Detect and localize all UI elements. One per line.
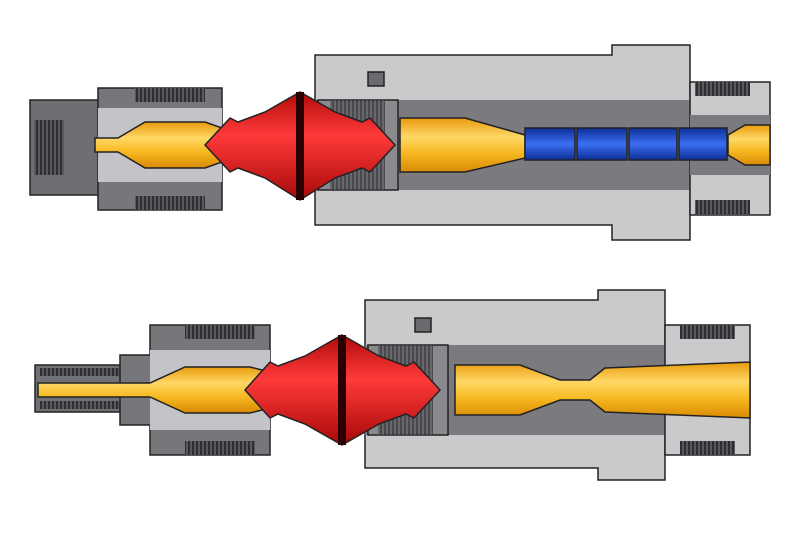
gold-contact [454,361,751,419]
knurl-top [135,88,205,102]
top-left-connector [29,87,223,211]
knurled-band [338,335,346,445]
knurl-bottom [135,196,205,210]
bottom-left-connector [34,324,271,456]
gold-tip [727,124,771,166]
thread [34,120,64,175]
knurled-band [296,92,304,200]
top-right-body [314,44,771,241]
bottom-assembly [34,289,751,481]
top-red-adapter [203,91,397,201]
blue-dielectric-segments [524,127,728,161]
set-screw [367,71,385,87]
set-screw [414,317,432,333]
top-assembly [29,44,771,241]
bottom-red-adapter [243,334,442,446]
